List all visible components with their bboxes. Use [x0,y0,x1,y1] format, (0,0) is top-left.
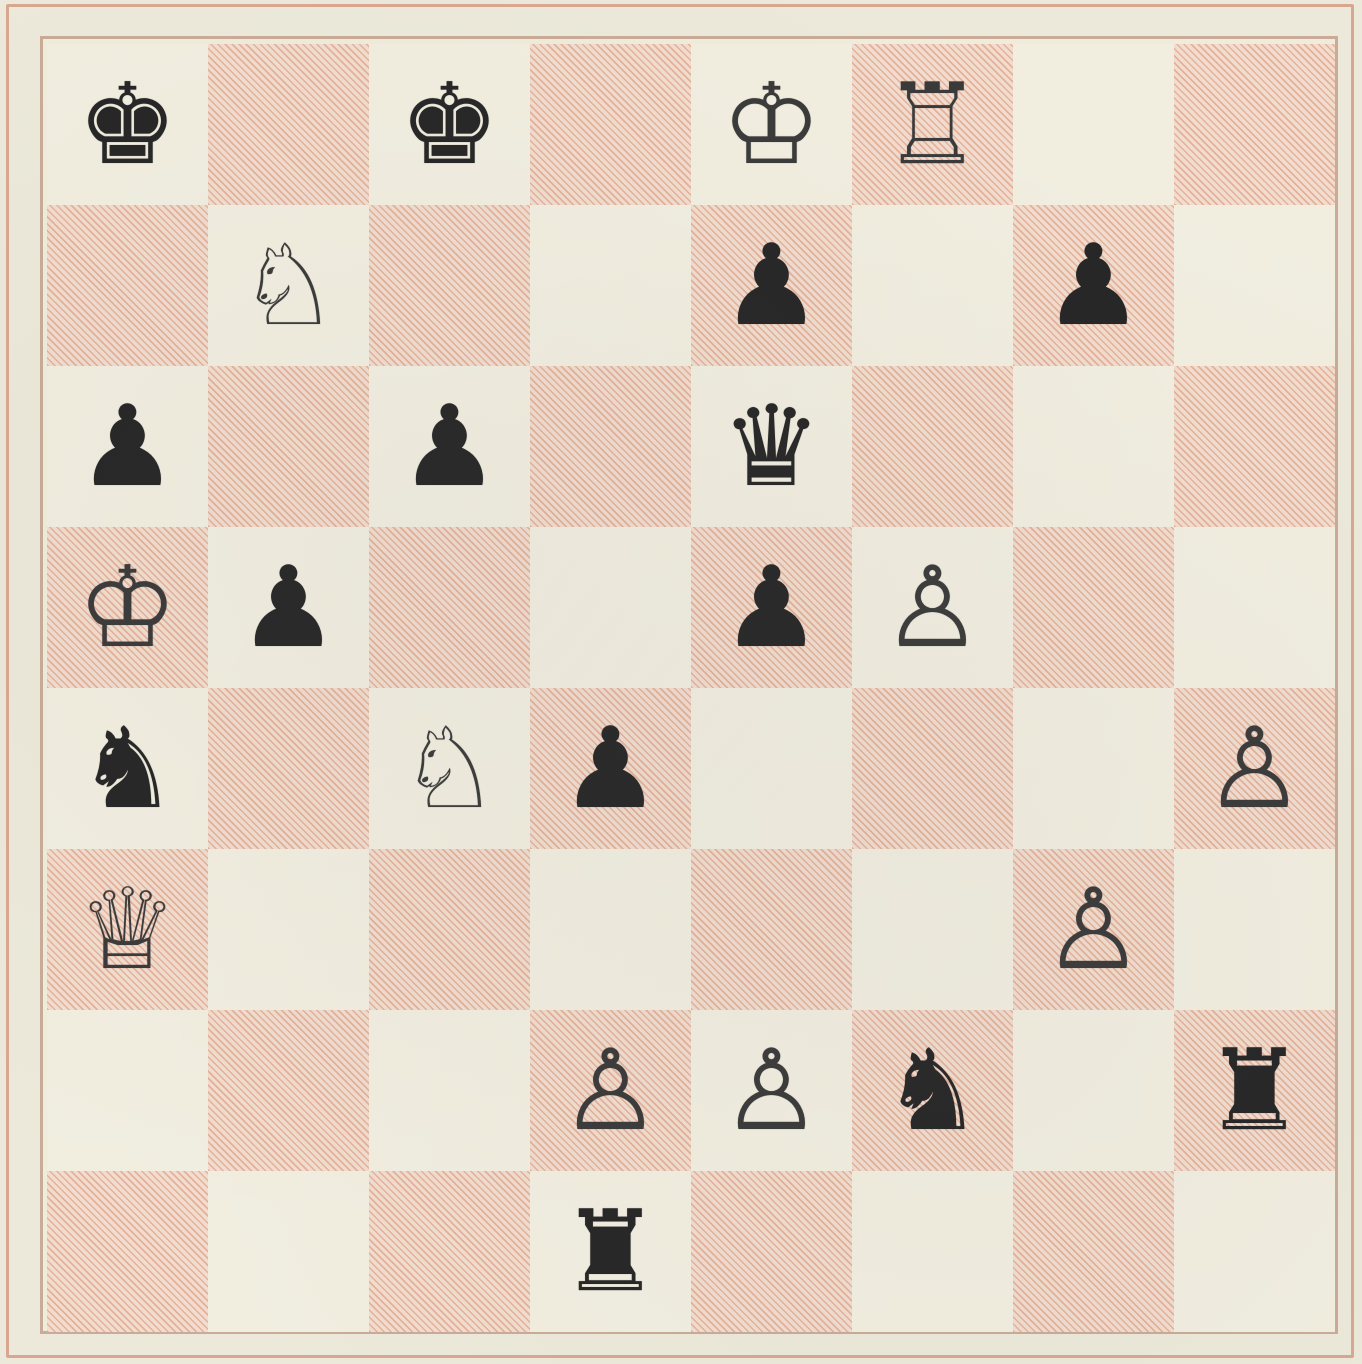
square-b7[interactable]: ♘ [208,205,369,366]
square-a8[interactable]: ♚ [47,44,208,205]
square-g3[interactable]: ♙ [1013,849,1174,1010]
square-a5[interactable]: ♔ [47,527,208,688]
square-d7[interactable] [530,205,691,366]
square-e6[interactable]: ♛ [691,366,852,527]
square-g4[interactable] [1013,688,1174,849]
square-b4[interactable] [208,688,369,849]
black-knight-f2[interactable]: ♞ [882,1035,982,1147]
square-h2[interactable]: ♜ [1174,1010,1335,1171]
square-a6[interactable]: ♟ [47,366,208,527]
black-fairy-piece-a8[interactable]: ♚ [77,69,177,181]
square-g5[interactable] [1013,527,1174,688]
square-d6[interactable] [530,366,691,527]
square-c2[interactable] [369,1010,530,1171]
square-h3[interactable] [1174,849,1335,1010]
square-a1[interactable] [47,1171,208,1332]
black-rook-h2[interactable]: ♜ [1204,1035,1304,1147]
square-b5[interactable]: ♟ [208,527,369,688]
square-g1[interactable] [1013,1171,1174,1332]
white-knight-b7[interactable]: ♘ [238,230,338,342]
square-b3[interactable] [208,849,369,1010]
black-pawn-d4[interactable]: ♟ [560,713,660,825]
square-f2[interactable]: ♞ [852,1010,1013,1171]
square-f7[interactable] [852,205,1013,366]
square-a4[interactable]: ♞ [47,688,208,849]
white-pawn-f5[interactable]: ♙ [882,552,982,664]
black-pawn-g7[interactable]: ♟ [1043,230,1143,342]
square-b1[interactable] [208,1171,369,1332]
square-d8[interactable] [530,44,691,205]
black-king-c8[interactable]: ♚ [399,69,499,181]
square-c3[interactable] [369,849,530,1010]
square-e8[interactable]: ♔ [691,44,852,205]
white-rook-f8[interactable]: ♖ [882,69,982,181]
square-h8[interactable] [1174,44,1335,205]
square-e5[interactable]: ♟ [691,527,852,688]
square-e3[interactable] [691,849,852,1010]
square-c1[interactable] [369,1171,530,1332]
square-a7[interactable] [47,205,208,366]
square-d4[interactable]: ♟ [530,688,691,849]
square-c5[interactable] [369,527,530,688]
square-h6[interactable] [1174,366,1335,527]
square-e7[interactable]: ♟ [691,205,852,366]
white-knight-c4[interactable]: ♘ [399,713,499,825]
square-b6[interactable] [208,366,369,527]
square-f4[interactable] [852,688,1013,849]
white-pawn-h4[interactable]: ♙ [1204,713,1304,825]
square-f1[interactable] [852,1171,1013,1332]
black-pawn-a6[interactable]: ♟ [77,391,177,503]
square-e4[interactable] [691,688,852,849]
square-h5[interactable] [1174,527,1335,688]
square-g8[interactable] [1013,44,1174,205]
square-e1[interactable] [691,1171,852,1332]
square-c6[interactable]: ♟ [369,366,530,527]
square-d1[interactable]: ♜ [530,1171,691,1332]
square-a2[interactable] [47,1010,208,1171]
square-f8[interactable]: ♖ [852,44,1013,205]
square-h7[interactable] [1174,205,1335,366]
black-pawn-c6[interactable]: ♟ [399,391,499,503]
square-f3[interactable] [852,849,1013,1010]
square-c7[interactable] [369,205,530,366]
white-pawn-d2[interactable]: ♙ [560,1035,660,1147]
square-h4[interactable]: ♙ [1174,688,1335,849]
square-g2[interactable] [1013,1010,1174,1171]
square-g6[interactable] [1013,366,1174,527]
square-b8[interactable] [208,44,369,205]
square-g7[interactable]: ♟ [1013,205,1174,366]
square-d2[interactable]: ♙ [530,1010,691,1171]
square-c8[interactable]: ♚ [369,44,530,205]
white-pawn-e2[interactable]: ♙ [721,1035,821,1147]
chess-board: ♚ ♚ ♔ ♖ ♘ ♟ ♟ ♟ ♟ ♛ ♔ ♟ ♟ ♙ ♞ ♘ ♟ ♙ ♕ ♙ ♙ ♙ ♞ ♜ ♜ [47,44,1335,1332]
square-b2[interactable] [208,1010,369,1171]
black-queen-e6[interactable]: ♛ [721,391,821,503]
square-f5[interactable]: ♙ [852,527,1013,688]
square-d5[interactable] [530,527,691,688]
black-pawn-e5[interactable]: ♟ [721,552,821,664]
black-pawn-b5[interactable]: ♟ [238,552,338,664]
black-pawn-e7[interactable]: ♟ [721,230,821,342]
square-e2[interactable]: ♙ [691,1010,852,1171]
white-pawn-g3[interactable]: ♙ [1043,874,1143,986]
white-queen-a3[interactable]: ♕ [77,874,177,986]
square-d3[interactable] [530,849,691,1010]
square-f6[interactable] [852,366,1013,527]
white-fairy-piece-a5[interactable]: ♔ [77,552,177,664]
square-c4[interactable]: ♘ [369,688,530,849]
black-knight-a4[interactable]: ♞ [77,713,177,825]
black-rook-d1[interactable]: ♜ [560,1196,660,1308]
white-king-e8[interactable]: ♔ [721,69,821,181]
square-a3[interactable]: ♕ [47,849,208,1010]
square-h1[interactable] [1174,1171,1335,1332]
